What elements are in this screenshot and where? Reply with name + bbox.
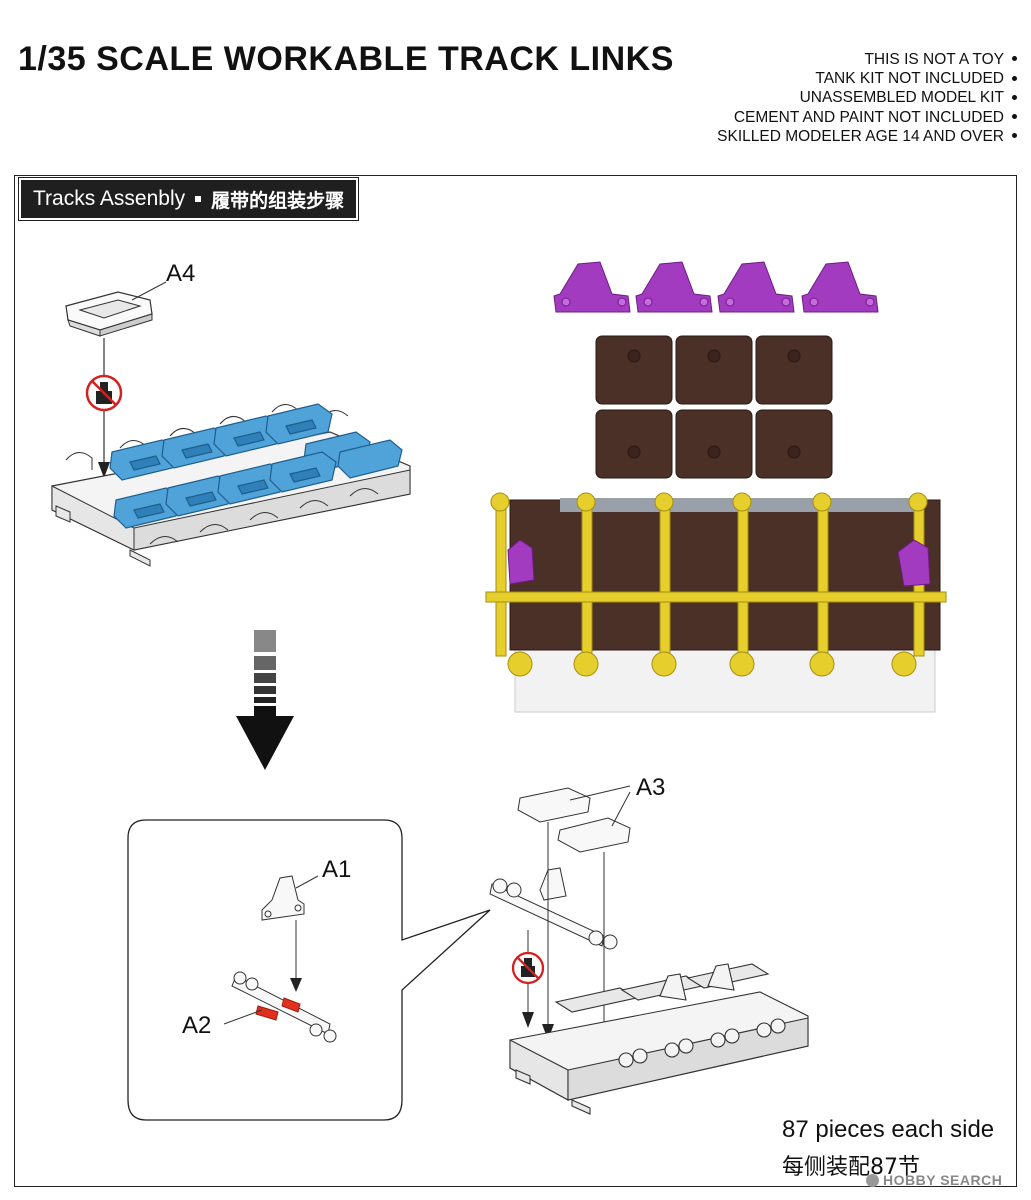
down-arrow-icon <box>236 630 294 770</box>
warning-item: SKILLED MODELER AGE 14 AND OVER <box>717 127 1017 146</box>
section-title-zh: 履带的组装步骤 <box>211 189 345 212</box>
warning-list: THIS IS NOT A TOY TANK KIT NOT INCLUDED … <box>717 50 1017 146</box>
section-tab: Tracks Assenbly 履带的组装步骤 <box>17 177 360 221</box>
a2-part <box>223 971 337 1043</box>
pieces-caption-zh: 每侧装配87节 <box>782 1155 920 1180</box>
pieces-caption-en: 87 pieces each side <box>782 1116 995 1143</box>
a1-part <box>261 875 319 921</box>
warning-item: THIS IS NOT A TOY <box>717 50 1017 69</box>
hobby-search-logo-icon <box>866 1173 879 1187</box>
watermark-text: HOBBY SEARCH <box>883 1172 1003 1188</box>
separator-square-icon <box>195 196 202 202</box>
warning-item: TANK KIT NOT INCLUDED <box>717 69 1017 88</box>
part-label-a2: A2 <box>182 1012 212 1039</box>
connector-assembly <box>489 867 618 950</box>
instruction-frame <box>14 175 1017 1187</box>
page-title: 1/35 SCALE WORKABLE TRACK LINKS <box>18 40 674 78</box>
brown-track-links <box>595 335 833 479</box>
part-label-a3: A3 <box>636 774 666 801</box>
blue-track-pads <box>109 403 403 529</box>
warning-item: CEMENT AND PAINT NOT INCLUDED <box>717 108 1017 127</box>
watermark: HOBBY SEARCH <box>866 1172 1002 1188</box>
a3-parts <box>517 785 631 853</box>
part-label-a1: A1 <box>322 856 352 883</box>
no-glue-icon <box>511 951 545 985</box>
purple-connectors <box>553 261 879 313</box>
jig-step2 <box>509 963 809 1115</box>
detail-callout <box>127 819 491 1121</box>
warning-item: UNASSEMBLED MODEL KIT <box>717 88 1017 107</box>
part-label-a4: A4 <box>166 260 196 287</box>
no-glue-icon <box>85 374 123 412</box>
section-title-en: Tracks Assenbly <box>33 187 186 210</box>
a4-part <box>65 281 167 337</box>
assembled-track-render <box>485 492 947 713</box>
